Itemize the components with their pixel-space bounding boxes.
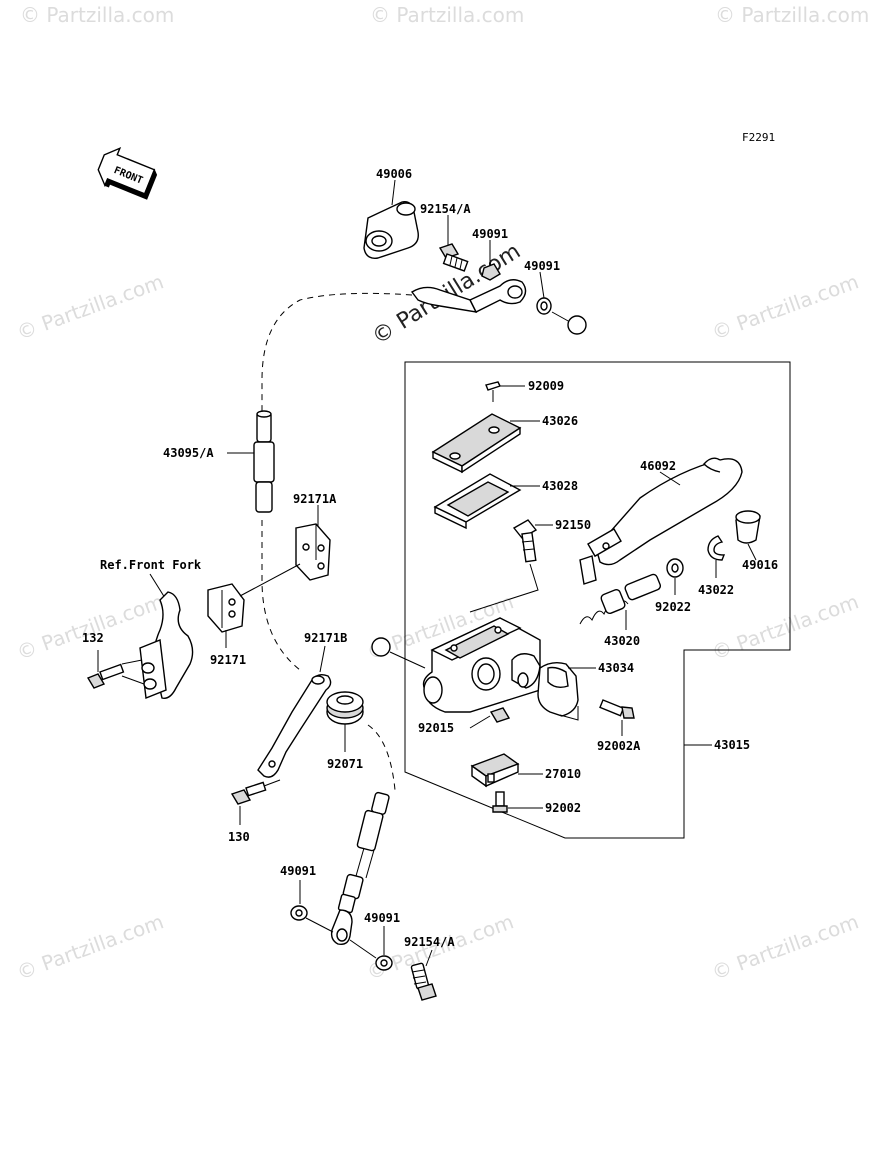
ref-front-fork-label: Ref.Front Fork [100,558,202,572]
part-label-92071: 92071 [327,757,363,771]
part-label-43015: 43015 [714,738,750,752]
part-label-92015: 92015 [418,721,454,735]
bolt-92002a [599,699,635,719]
part-label-46092: 46092 [640,459,676,473]
hose-clamp-92171a [295,523,331,581]
part-label-92002: 92002 [545,801,581,815]
part-label-92171a: 92171A [293,492,337,506]
ref-a-mid [371,637,391,657]
bolt-132 [86,663,125,689]
watermark: © Partzilla.com [14,909,167,984]
lower-hose-fitting [330,791,390,946]
reservoir-cover-43026 [431,413,522,474]
part-label-92002a: 92002A [597,739,641,753]
nut-92015 [489,707,511,723]
watermark: © Partzilla.com [20,3,174,27]
front-arrow-icon: FRONT [97,146,158,200]
watermark: © Partzilla.com [715,3,869,27]
washer-top-2 [536,297,552,315]
watermark: © Partzilla.com [709,589,862,664]
diaphragm-43028 [433,473,522,530]
part-label-49006: 49006 [376,167,412,181]
banjo-bolt-bottom [410,962,437,1001]
part-label-92154a-bot: 92154/A [404,935,455,949]
reservoir-cap [363,201,419,259]
part-label-49091-top1: 49091 [472,227,508,241]
grommet-92071 [326,691,364,725]
part-label-49091-bot1: 49091 [280,864,316,878]
brake-switch-27010 [470,753,520,788]
part-label-49016: 49016 [742,558,778,572]
part-label-92171: 92171 [210,653,246,667]
pivot-bolt-92150 [512,519,538,563]
part-label-130: 130 [228,830,250,844]
assembly-boundary [404,361,791,839]
part-label-43028: 43028 [542,479,578,493]
part-label-92150: 92150 [555,518,591,532]
piston-assembly-43020 [579,573,662,625]
brake-hose [253,410,275,513]
watermark: © Partzilla.com [709,269,862,344]
part-label-43026: 43026 [542,414,578,428]
part-label-27010: 27010 [545,767,581,781]
circlip-43022 [707,535,726,561]
part-label-92171b: 92171B [304,631,347,645]
part-label-49091-top2: 49091 [524,259,560,273]
washer-bottom-1 [290,905,308,921]
watermarks: © Partzilla.com © Partzilla.com © Partzi… [14,3,870,985]
part-label-132: 132 [82,631,104,645]
part-label-43034: 43034 [598,661,634,675]
watermark: © Partzilla.com [14,269,167,344]
washer-top-1 [481,263,501,281]
part-label-92022: 92022 [655,600,691,614]
bolt-130 [230,781,267,805]
clamp-holder-43034 [537,661,579,717]
figure-code: F2291 [742,131,775,144]
washer-92022 [666,558,684,578]
part-label-43020: 43020 [604,634,640,648]
ref-a-top [567,315,587,335]
dust-boot-49016 [735,510,761,544]
part-label-49091-bot2: 49091 [364,911,400,925]
part-label-43022: 43022 [698,583,734,597]
screw-92009 [485,381,501,402]
part-label-43095a: 43095/A [163,446,214,460]
hose-clamp-92171 [207,583,245,633]
part-label-92009: 92009 [528,379,564,393]
master-cylinder-body [422,617,545,713]
watermark: © Partzilla.com [709,909,862,984]
washer-bottom-2 [375,955,393,971]
hose-bracket-92171b [257,673,332,778]
part-label-92154a-top: 92154/A [420,202,471,216]
screw-92002 [492,791,508,813]
banjo-bolt-top [438,243,469,272]
hose-banjo-top [410,279,527,313]
brake-lever-46092 [579,457,743,585]
front-fork-bracket [139,591,194,699]
watermark: © Partzilla.com [370,3,524,27]
